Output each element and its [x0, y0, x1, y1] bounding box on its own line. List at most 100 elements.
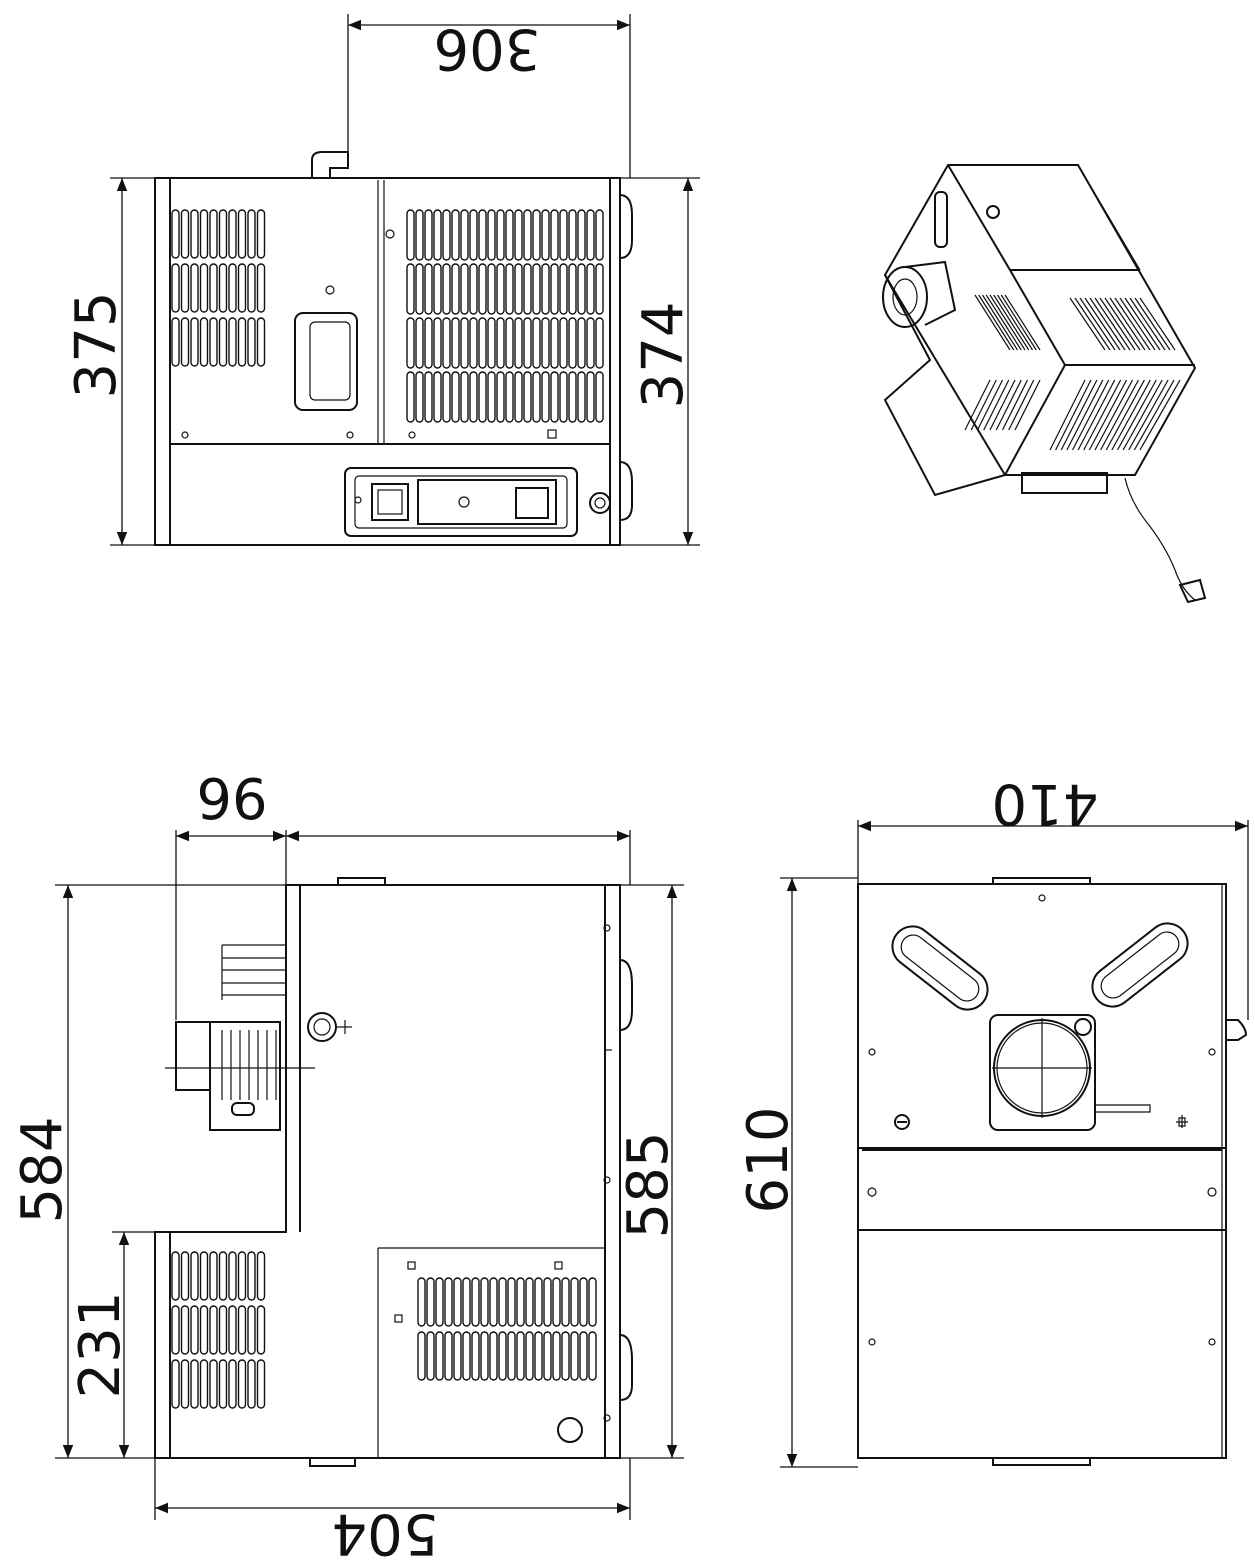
vent-slot [433, 209, 442, 261]
vent-slot [577, 317, 586, 369]
vent-slot [435, 1331, 444, 1381]
iso-vent-line [1001, 379, 1029, 431]
vent-slot [568, 317, 577, 369]
vent-slot [453, 1277, 462, 1327]
iso-vent-line [1000, 294, 1037, 351]
vent-slot [550, 263, 559, 315]
vent-slot [487, 263, 496, 315]
vent-slot [180, 1251, 190, 1301]
vent-slot [559, 317, 568, 369]
iso-vent-line [1129, 297, 1166, 351]
vent-slot [543, 1331, 552, 1381]
side-vent-lower-right [417, 1277, 597, 1381]
vent-slot [543, 1277, 552, 1327]
iso-vent-line [1049, 379, 1086, 451]
vent-slot [171, 1359, 180, 1409]
iso-vent-line [1105, 379, 1145, 451]
vent-slot [595, 263, 604, 315]
vent-slot [228, 209, 237, 259]
top-view: 410 610 [736, 771, 1249, 1468]
vent-slot [460, 371, 469, 423]
vent-slot [568, 371, 577, 423]
vent-slot [218, 1359, 228, 1409]
iso-vent-line [1139, 297, 1176, 351]
vent-slot [471, 1277, 480, 1327]
iso-vent-line [989, 294, 1026, 351]
vent-slot [570, 1331, 579, 1381]
iso-vent-line [995, 379, 1022, 431]
vent-slot [209, 263, 218, 313]
vent-slot [478, 209, 487, 261]
vent-slot [559, 209, 568, 261]
vent-slot [237, 1359, 247, 1409]
vent-slot [516, 1331, 525, 1381]
iso-vent-line [1094, 297, 1131, 351]
vent-slot [523, 317, 532, 369]
vent-slot [433, 317, 442, 369]
vent-slot [247, 317, 256, 367]
vent-slot [442, 317, 451, 369]
vent-slot [415, 209, 424, 261]
vent-slot [190, 263, 199, 313]
vent-slot [426, 1331, 435, 1381]
vent-slot [514, 371, 523, 423]
vent-slot [237, 1305, 247, 1355]
vent-slot [406, 263, 415, 315]
vent-slot [424, 263, 433, 315]
vent-slot [180, 1359, 190, 1409]
vent-slot [218, 317, 228, 367]
vent-slot [256, 1305, 266, 1355]
iso-vent-line [974, 294, 1011, 351]
iso-vent-line [1066, 379, 1104, 451]
vent-slot [496, 263, 505, 315]
vent-slot [256, 317, 266, 367]
vent-slot [487, 209, 496, 261]
iso-vent-line [983, 379, 1010, 431]
vent-slot [505, 263, 514, 315]
vent-slot [586, 263, 595, 315]
vent-slot [498, 1277, 507, 1327]
vent-slot [471, 1331, 480, 1381]
vent-slot [505, 371, 514, 423]
iso-vent-mid [974, 294, 1041, 351]
vent-slot [586, 317, 595, 369]
vent-slot [460, 209, 469, 261]
vent-slot [480, 1331, 489, 1381]
vent-slot [237, 1251, 247, 1301]
vent-slot [451, 263, 460, 315]
vent-slot [523, 209, 532, 261]
dim-231: 231 [68, 1292, 133, 1399]
vent-slot [541, 317, 550, 369]
vent-slot [228, 1359, 237, 1409]
vent-slot [415, 371, 424, 423]
vent-slot [579, 1331, 588, 1381]
vent-slot [218, 1305, 228, 1355]
vent-slot [534, 1277, 543, 1327]
vent-slot [247, 1251, 256, 1301]
iso-vent-line [1089, 297, 1126, 351]
dim-306: 306 [434, 16, 541, 81]
vent-slot [496, 371, 505, 423]
vent-slot [505, 317, 514, 369]
vent-slot [199, 1251, 209, 1301]
dim-375: 375 [64, 292, 129, 399]
dim-504: 504 [332, 1501, 439, 1562]
vent-slot [498, 1331, 507, 1381]
vent-slot [451, 209, 460, 261]
vent-slot [453, 1331, 462, 1381]
vent-slot [478, 371, 487, 423]
iso-vent-line [1060, 379, 1098, 451]
vent-slot [550, 371, 559, 423]
vent-slot [417, 1331, 426, 1381]
vent-slot [199, 317, 209, 367]
iso-vent-line [1008, 379, 1035, 431]
iso-vent-line [964, 379, 991, 431]
vent-slot [256, 263, 266, 313]
vent-slot [496, 317, 505, 369]
vent-slot [541, 263, 550, 315]
vent-slot [487, 371, 496, 423]
iso-vent-line [1134, 297, 1171, 351]
side-vent-lower-left [171, 1251, 266, 1409]
vent-slot [588, 1331, 597, 1381]
